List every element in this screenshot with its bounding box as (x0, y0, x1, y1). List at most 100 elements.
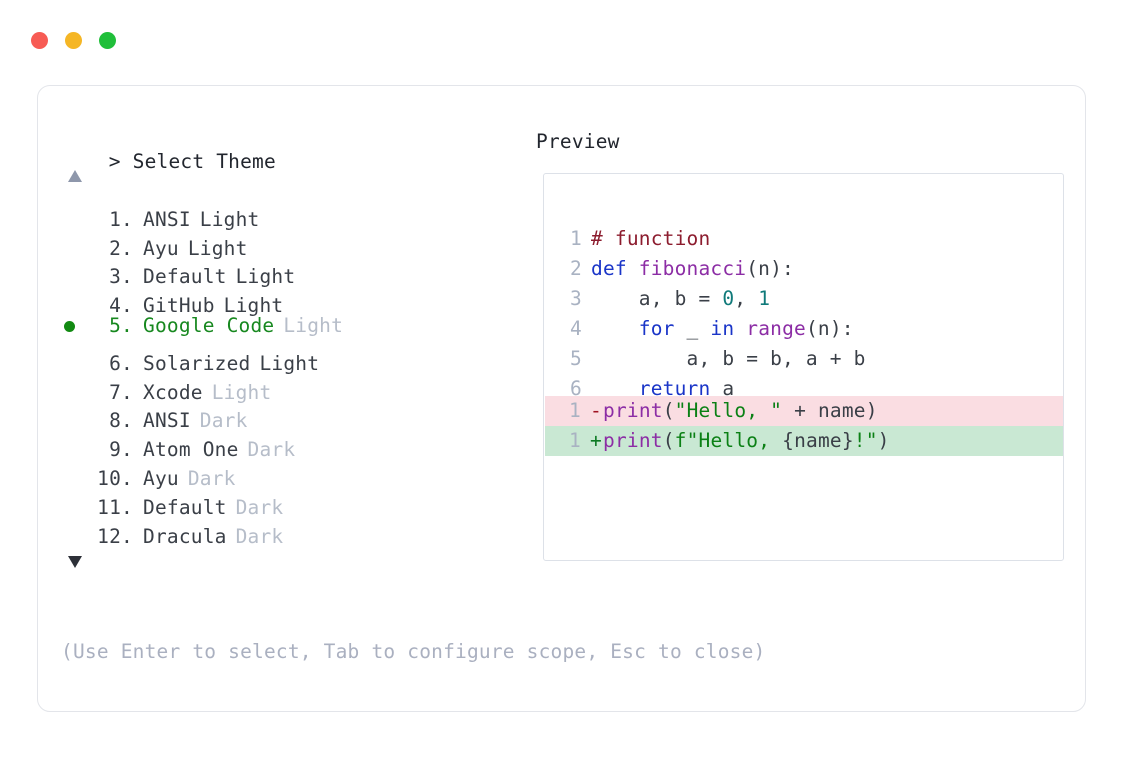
theme-item-name: ANSI (143, 409, 191, 433)
selection-bullet (61, 312, 91, 341)
code-line: 4 for _ in range(n): (564, 314, 866, 344)
code-token: !" (853, 429, 878, 452)
theme-item-number: 7. (109, 380, 133, 404)
code-line-number: 5 (570, 347, 582, 370)
theme-item-number: 3. (109, 265, 133, 289)
traffic-light-close[interactable] (31, 32, 48, 49)
selection-bullet-empty (61, 283, 91, 312)
theme-item-name: Ayu (143, 236, 179, 260)
diff-line-text: print(f"Hello, {name}!") (601, 426, 890, 456)
code-line-number: 2 (570, 257, 582, 280)
theme-list-item[interactable]: 7. Xcode Light (61, 370, 521, 404)
theme-item-number: 10. (97, 466, 133, 490)
code-line-text: return a (582, 374, 734, 404)
theme-item-name: ANSI (143, 207, 191, 231)
code-token: , (734, 287, 759, 310)
theme-item-variant: Light (283, 314, 344, 338)
prompt-text: > Select Theme (108, 149, 276, 173)
triangle-down-icon[interactable] (66, 554, 84, 570)
code-token (734, 317, 746, 340)
theme-item-variant: Dark (235, 524, 284, 548)
code-token: ) (877, 429, 890, 452)
theme-item-variant: Dark (247, 438, 296, 462)
diff-line-added: 1+print(f"Hello, {name}!") (545, 426, 1063, 456)
theme-item-number: 1. (109, 207, 133, 231)
theme-item-name: Default (143, 495, 227, 519)
code-token: f"Hello, (674, 429, 783, 452)
filled-circle-icon (64, 321, 75, 333)
code-line-text: # function (582, 224, 710, 254)
code-line: 3 a, b = 0, 1 (564, 284, 866, 314)
selection-bullet-empty (61, 456, 91, 485)
selection-bullet-empty (61, 226, 91, 255)
code-line: 1# function (564, 224, 866, 254)
theme-item-number: 5. (109, 314, 133, 338)
selection-bullet-empty (61, 341, 91, 370)
traffic-light-minimize[interactable] (65, 32, 82, 49)
selection-bullet-empty (61, 485, 91, 514)
theme-item-variant: Light (223, 294, 284, 318)
code-token: def (591, 257, 639, 280)
code-token: for (638, 317, 675, 340)
theme-item-variant: Dark (199, 409, 248, 433)
triangle-up-icon[interactable] (66, 168, 84, 184)
theme-item-number: 2. (109, 236, 133, 260)
diff-line-number: 1 (569, 399, 581, 422)
code-token: 1 (758, 287, 771, 310)
code-token: ( (662, 399, 675, 422)
code-token: (n): (805, 317, 854, 340)
code-line-number: 4 (570, 317, 582, 340)
theme-list-item[interactable]: 12. Dracula Dark (61, 514, 521, 548)
code-token: range (746, 317, 806, 340)
code-line-number: 6 (570, 377, 582, 400)
theme-item-name: Dracula (143, 524, 227, 548)
code-token: return (638, 377, 711, 400)
theme-item-name: Ayu (143, 466, 179, 490)
code-token: {name} (782, 429, 854, 452)
traffic-light-maximize[interactable] (99, 32, 116, 49)
theme-list-item[interactable]: 10. Ayu Dark (61, 456, 521, 490)
theme-item-number: 11. (97, 495, 133, 519)
theme-item-variant: Dark (187, 466, 236, 490)
code-token: 0 (722, 287, 735, 310)
theme-item-variant: Light (235, 265, 296, 289)
window-traffic-lights (31, 32, 116, 49)
code-token: (n): (746, 257, 794, 280)
selection-bullet-empty (61, 197, 91, 226)
code-line-text: for _ in range(n): (582, 314, 854, 344)
code-token: print (603, 399, 663, 422)
theme-list-item[interactable]: 3. Default Light (61, 255, 521, 288)
code-line-text: def fibonacci(n): (582, 254, 794, 284)
theme-item-variant: Light (211, 380, 272, 404)
theme-item-number: 6. (109, 351, 133, 375)
diff-block: 1-print("Hello, " + name)1+print(f"Hello… (545, 396, 1063, 456)
theme-item-name: Default (143, 265, 227, 289)
code-line: 6 return a (564, 374, 866, 404)
code-line: 5 a, b = b, a + b (564, 344, 866, 374)
theme-item-name: Xcode (143, 380, 203, 404)
keyboard-hint: (Use Enter to select, Tab to configure s… (61, 640, 766, 663)
code-token (591, 317, 639, 340)
code-token: fibonacci (638, 257, 747, 280)
code-token: ( (662, 429, 675, 452)
code-token: in (710, 317, 735, 340)
selection-bullet-empty (61, 399, 91, 428)
diff-line-removed: 1-print("Hello, " + name) (545, 396, 1063, 426)
theme-item-variant: Light (259, 351, 320, 375)
theme-item-name: GitHub (143, 294, 215, 318)
theme-item-variant: Light (199, 207, 260, 231)
theme-list-item[interactable]: 1. ANSI Light (61, 197, 521, 231)
theme-item-number: 12. (97, 524, 133, 548)
